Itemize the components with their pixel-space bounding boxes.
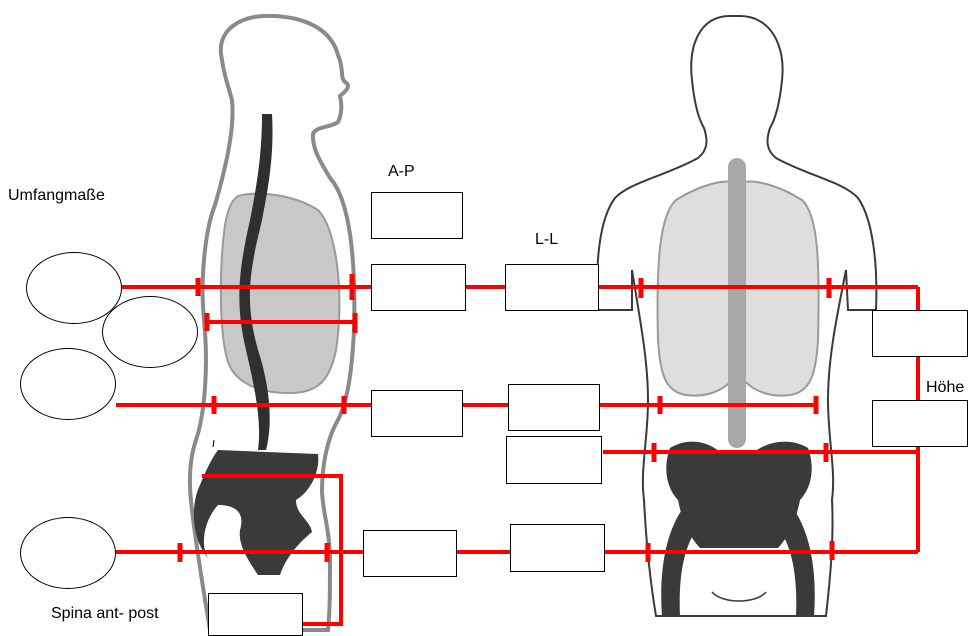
ap-field-top[interactable] — [371, 192, 463, 239]
label-ap: A-P — [388, 163, 415, 181]
label-ll: L-L — [535, 231, 558, 249]
ap-field-hip[interactable] — [363, 530, 457, 577]
label-spina: Spina ant- post — [51, 605, 159, 623]
circumference-field-2[interactable] — [102, 296, 198, 368]
front-body-figure — [597, 16, 876, 616]
height-field-upper[interactable] — [872, 310, 968, 357]
spina-field[interactable] — [208, 593, 303, 636]
circumference-field-4[interactable] — [20, 517, 116, 589]
height-field-lower[interactable] — [872, 400, 968, 447]
side-lung — [221, 194, 340, 393]
label-height: Höhe — [926, 379, 964, 397]
circumference-field-3[interactable] — [20, 348, 116, 420]
ll-field-waist[interactable] — [508, 384, 600, 431]
ll-field-chest[interactable] — [505, 264, 599, 311]
ll-field-iliac[interactable] — [506, 436, 602, 484]
ll-field-hip[interactable] — [510, 524, 605, 572]
ap-field-waist[interactable] — [371, 390, 463, 437]
label-circumference: Umfangmaße — [8, 187, 105, 205]
ap-field-chest[interactable] — [371, 264, 466, 311]
